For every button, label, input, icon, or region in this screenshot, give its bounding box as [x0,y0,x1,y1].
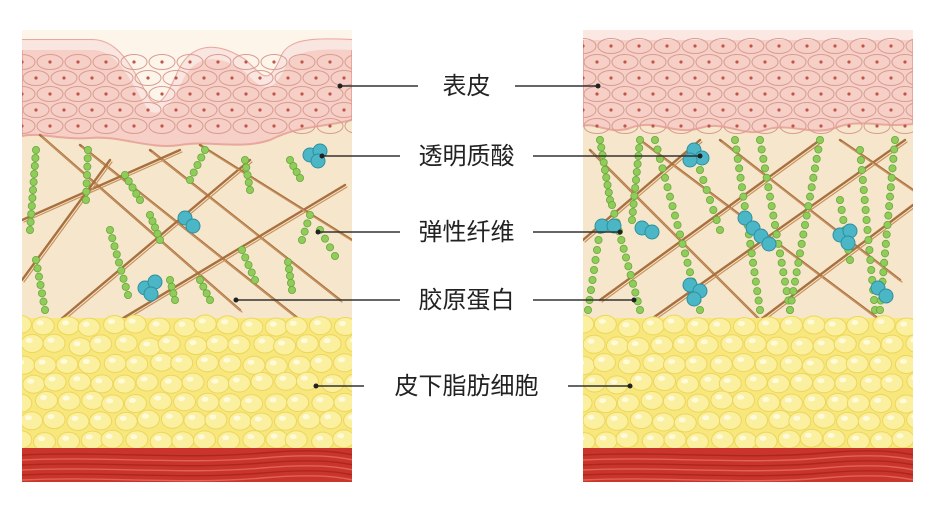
muscle-layer [583,448,913,482]
young-skin-panel [583,30,913,482]
label-elastic-fiber: 弹性纤维 [340,217,593,247]
elastic-fibers [584,135,900,314]
muscle-layer [22,448,352,482]
label-subcutaneous-fat: 皮下脂肪细胞 [340,371,593,401]
label-epidermis: 表皮 [340,71,593,101]
hyaluronic-acid-molecules [137,143,328,302]
leader-dots [233,83,703,389]
leader-lines [236,85,700,387]
aged-skin-panel [22,30,352,482]
label-hyaluronic-acid: 透明质酸 [340,141,593,171]
label-collagen: 胶原蛋白 [340,285,593,315]
epidermis-layer [583,30,913,134]
